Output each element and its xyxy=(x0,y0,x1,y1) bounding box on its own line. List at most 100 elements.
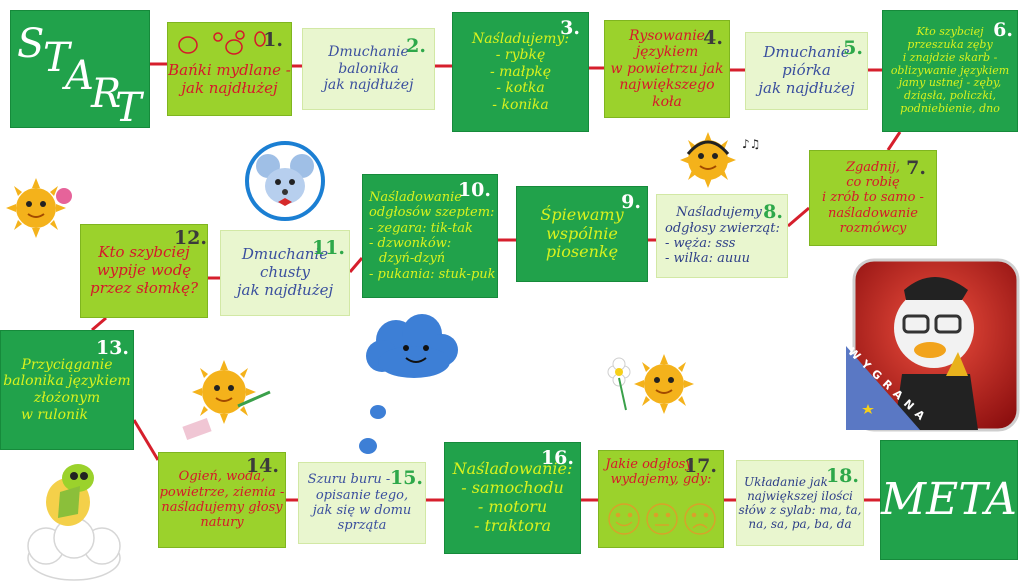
tile-text-line: jak najdłużej xyxy=(236,280,334,299)
tile-text-line: Naśladowanie xyxy=(369,190,462,206)
tile-text-line: jak najdłużej xyxy=(181,79,278,97)
tile-text-line: Kto szybciej xyxy=(98,243,190,262)
tile-7[interactable]: 7. Zgadnij, co robię i zrób to samo - na… xyxy=(809,150,937,246)
tile-text-line: największej ilości xyxy=(747,488,853,503)
tile-text-line: Szuru buru - xyxy=(307,472,391,488)
tile-text-line: powietrze, ziemia - xyxy=(159,484,285,500)
tile-text-line: - kotka xyxy=(496,80,545,97)
tile-text-line: największego xyxy=(619,77,715,94)
tile-10[interactable]: 10. Naśladowanie odgłosów szeptem: - zeg… xyxy=(362,174,498,298)
tile-text-line: Dmuchanie xyxy=(763,43,850,62)
tile-text-line: odgłosy zwierząt: xyxy=(665,220,780,236)
cloud-icon xyxy=(359,314,458,454)
tile-12[interactable]: 12. Kto szybciej wypije wodę przez słomk… xyxy=(80,224,208,318)
svg-text:♪♫: ♪♫ xyxy=(742,137,760,151)
tile-11[interactable]: 11. Dmuchanie chusty jak najdłużej xyxy=(220,230,350,316)
meta-label: META xyxy=(881,474,1017,526)
tile-4[interactable]: 4. Rysowanie językiem w powietrzu jak na… xyxy=(604,20,730,118)
start-letter-t2: T xyxy=(115,85,142,131)
tile-1[interactable]: 1. Bańki mydlane - jak najdłużej xyxy=(167,22,292,116)
tile-3[interactable]: 3. Naśladujemy: - rybkę - małpkę - kotka… xyxy=(452,12,589,132)
tile-text-line: językiem xyxy=(635,44,699,61)
tile-14[interactable]: 14. Ogień, woda, powietrze, ziemia - naś… xyxy=(158,452,286,548)
tile-text-line: piosenkę xyxy=(545,242,619,262)
start-letter-s: S xyxy=(17,21,45,67)
tile-text-line: - małpkę xyxy=(489,63,552,80)
tile-number: 3. xyxy=(560,17,580,39)
tile-text-line: - węża: sss xyxy=(665,236,736,251)
tile-text-line: w rulonik xyxy=(21,406,89,423)
tile-text-line: balonika językiem xyxy=(3,373,131,390)
tile-text-line: - rybkę xyxy=(495,47,546,64)
tile-number: 1. xyxy=(263,29,283,51)
bubbles-icon xyxy=(178,30,266,55)
tile-6[interactable]: 6. Kto szybciej przeszuka zęby i znajdzi… xyxy=(882,10,1018,132)
tile-text-line: Zgadnij, xyxy=(845,159,901,175)
tile-9[interactable]: 9. Śpiewamy wspólnie piosenkę xyxy=(516,186,648,282)
tile-number: 7. xyxy=(906,157,926,179)
tile-text-line: natury xyxy=(200,515,244,531)
tile-number: 4. xyxy=(703,27,723,49)
tile-number: 12. xyxy=(173,227,207,249)
tile-text-line: złożonym xyxy=(33,390,101,406)
tile-text-line: balonika xyxy=(338,60,399,77)
tile-text-line: Bańki mydlane - xyxy=(168,61,291,80)
tile-text-line: rozmówcy xyxy=(839,220,907,236)
tile-text-line: dziąsła, policzki, xyxy=(903,89,996,103)
sun-headphones-icon: ♪♫ xyxy=(680,132,760,188)
tile-text-line: Dmuchanie xyxy=(241,245,329,264)
tile-text-line: na, sa, pa, ba, da xyxy=(748,517,852,532)
turtle-cloud-icon xyxy=(27,464,121,581)
tile-8[interactable]: 8. Naśladujemy odgłosy zwierząt: - węża:… xyxy=(656,194,788,278)
tile-number: 14. xyxy=(245,455,279,477)
tile-text-line: podniebienie, dno xyxy=(900,102,1000,116)
tile-text-line: co robię xyxy=(846,175,900,190)
tile-text-line: Śpiewamy xyxy=(540,204,624,224)
tile-13[interactable]: 13. Przyciąganie balonika językiem złożo… xyxy=(0,330,134,450)
tile-5[interactable]: 5. Dmuchanie piórka jak najdłużej xyxy=(745,32,868,110)
tile-text-line: słów z sylab: ma, ta, xyxy=(738,503,862,517)
tile-text-line: Przyciąganie xyxy=(21,356,113,373)
sun-flower-icon xyxy=(607,354,694,414)
tile-number: 10. xyxy=(457,179,491,201)
start-tile: S T A R T xyxy=(10,10,150,131)
tile-text-line: Rysowanie xyxy=(629,27,705,44)
tile-text-line: odgłosów szeptem: xyxy=(369,205,495,221)
start-letter-r: R xyxy=(91,71,122,117)
tile-17[interactable]: 17. Jakie odgłosy wydajemy, gdy: xyxy=(598,450,724,548)
tile-18[interactable]: 18. Układanie jak największej ilości słó… xyxy=(736,460,864,546)
tile-text-line: wydajemy, gdy: xyxy=(610,472,712,488)
tile-16[interactable]: 16. Naśladowanie: - samochodu - motoru -… xyxy=(444,442,581,554)
tile-text-line: naśladowanie xyxy=(828,205,918,221)
tile-text-line: oblizywanie językiem xyxy=(890,63,1010,77)
tile-text-line: jak najdłużej xyxy=(758,78,855,97)
sun-lollipop-icon xyxy=(6,178,72,238)
tile-text-line: - konika xyxy=(492,96,549,113)
tile-text-line: wspólnie xyxy=(546,223,618,243)
tile-text-line: Dmuchanie xyxy=(328,44,409,61)
tile-2[interactable]: 2. Dmuchanie balonika jak najdłużej xyxy=(302,28,435,110)
tile-number: 2. xyxy=(406,35,426,57)
tile-text-line: przez słomkę? xyxy=(89,278,199,297)
tile-text-line: jak najdłużej xyxy=(323,77,414,94)
tile-text-line: - motoru xyxy=(477,497,548,516)
tile-15[interactable]: 15. Szuru buru - opisanie tego, jak się … xyxy=(298,462,426,544)
meta-tile: META xyxy=(880,440,1018,560)
tile-text-line: chusty xyxy=(260,263,310,282)
tile-number: 18. xyxy=(825,465,859,487)
tile-number: 8. xyxy=(763,201,783,223)
start-letter-a: A xyxy=(65,53,94,99)
mouse-mascot-icon xyxy=(245,141,325,221)
tile-text-line: wypije wodę xyxy=(96,261,192,280)
tile-text-line: - wilka: auuu xyxy=(665,251,750,267)
tile-text-line: piórka xyxy=(782,61,831,80)
tile-number: 6. xyxy=(993,19,1013,41)
tile-text-line: i zrób to samo - xyxy=(822,190,924,206)
tile-number: 15. xyxy=(389,467,423,489)
tile-text-line: - traktora xyxy=(473,515,552,535)
tile-text-line: Ogień, woda, xyxy=(178,469,266,485)
tile-text-line: w powietrzu jak xyxy=(610,60,724,77)
tile-text-line: Naśladujemy xyxy=(676,205,762,221)
tile-text-line: - zegara: tik-tak xyxy=(369,220,473,236)
